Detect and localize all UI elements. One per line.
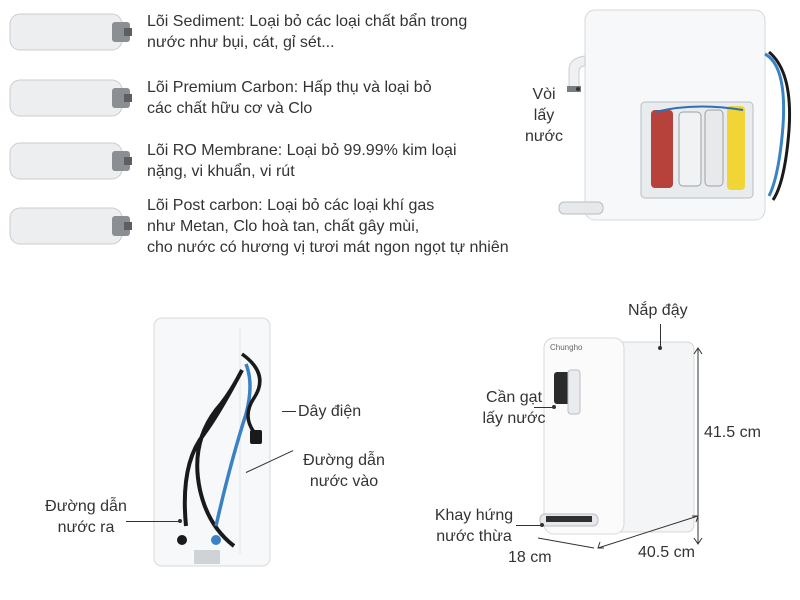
filter-4-line-2: như Metan, Clo hoà tan, chất gây mùi, bbox=[147, 218, 420, 235]
power-cord-pointer bbox=[282, 411, 296, 412]
lever-label: Cần gạt lấy nước bbox=[466, 387, 562, 429]
purifier-interior-image bbox=[558, 9, 792, 221]
post-carbon-filter-icon bbox=[9, 207, 132, 245]
filter-4-desc: Lõi Post carbon: Loại bỏ các loại khí ga… bbox=[147, 195, 557, 258]
filter-3-line-1: Lõi RO Membrane: Loại bỏ 99.99% kim loại bbox=[147, 142, 457, 159]
filter-list: Lõi Sediment: Loại bỏ các loại chất bẩn … bbox=[0, 0, 560, 260]
filter-2-desc: Lõi Premium Carbon: Hấp thụ và loại bỏ c… bbox=[147, 77, 547, 119]
outlet-label-line-1: Đường dẫn bbox=[45, 498, 127, 515]
tap-label-line-1: Vòi bbox=[532, 86, 556, 103]
tray-label-line-1: Khay hứng bbox=[434, 507, 514, 524]
width-value: 18 cm bbox=[508, 549, 552, 566]
tap-label-line-3: nước bbox=[524, 128, 564, 145]
outlet-pointer bbox=[126, 521, 180, 522]
purifier-front-image bbox=[539, 337, 695, 535]
tray-label: Khay hứng nước thừa bbox=[426, 505, 522, 547]
filter-3-line-2: nặng, vi khuẩn, vi rút bbox=[147, 163, 295, 180]
depth-dimension-arrow bbox=[597, 515, 699, 549]
premium-carbon-filter-icon bbox=[9, 79, 132, 117]
interior-view: Vòi lấy nước bbox=[500, 0, 800, 260]
lever-pointer bbox=[534, 407, 554, 408]
outlet-label-line-2: nước ra bbox=[57, 519, 115, 536]
back-view: Dây điện Đường dẫn nước vào Đường dẫn nư… bbox=[0, 300, 420, 600]
inlet-label-line-2: nước vào bbox=[309, 473, 379, 490]
ro-membrane-filter-icon bbox=[9, 142, 132, 180]
lid-label: Nắp đậy bbox=[628, 302, 688, 319]
lever-label-line-1: Cần gạt bbox=[485, 389, 543, 406]
filter-4-line-1: Lõi Post carbon: Loại bỏ các loại khí ga… bbox=[147, 197, 435, 214]
sediment-filter-icon bbox=[9, 13, 132, 51]
tray-label-line-2: nước thừa bbox=[436, 528, 512, 545]
outlet-pointer-dot bbox=[178, 519, 182, 523]
purifier-back-image bbox=[153, 317, 271, 567]
brand-logo: Chungho bbox=[550, 343, 583, 352]
power-cord-label: Dây điện bbox=[298, 403, 362, 420]
width-dimension-arrow bbox=[537, 537, 595, 549]
inlet-label-line-1: Đường dẫn bbox=[303, 452, 385, 469]
filter-2-line-1: Lõi Premium Carbon: Hấp thụ và loại bỏ bbox=[147, 79, 432, 96]
tap-pointer-dot bbox=[576, 87, 580, 91]
height-value: 41.5 cm bbox=[704, 424, 761, 441]
depth-value: 40.5 cm bbox=[638, 544, 695, 561]
lid-pointer bbox=[660, 324, 661, 348]
tap-label-line-2: lấy bbox=[533, 107, 555, 124]
lever-label-line-2: lấy nước bbox=[482, 410, 546, 427]
filter-4-line-3: cho nước có hương vị tươi mát ngon ngọt … bbox=[147, 239, 509, 256]
tray-pointer-dot bbox=[540, 523, 544, 527]
filter-3-desc: Lõi RO Membrane: Loại bỏ 99.99% kim loại… bbox=[147, 140, 547, 182]
filter-1-line-2: nước như bụi, cát, gỉ sét... bbox=[147, 34, 335, 51]
lever-pointer-dot bbox=[552, 405, 556, 409]
filter-2-line-2: các chất hữu cơ và Clo bbox=[147, 100, 313, 117]
height-dimension-arrow bbox=[693, 347, 703, 545]
filter-1-desc: Lõi Sediment: Loại bỏ các loại chất bẩn … bbox=[147, 11, 547, 53]
lid-pointer-dot bbox=[658, 346, 662, 350]
inlet-label: Đường dẫn nước vào bbox=[296, 450, 392, 492]
front-view: Chungho Nắp đậy Cần gạt lấy nước Khay hứ… bbox=[420, 290, 800, 600]
tap-label: Vòi lấy nước bbox=[514, 84, 574, 147]
outlet-label: Đường dẫn nước ra bbox=[38, 496, 134, 538]
tray-pointer bbox=[516, 525, 542, 526]
filter-1-line-1: Lõi Sediment: Loại bỏ các loại chất bẩn … bbox=[147, 13, 468, 30]
